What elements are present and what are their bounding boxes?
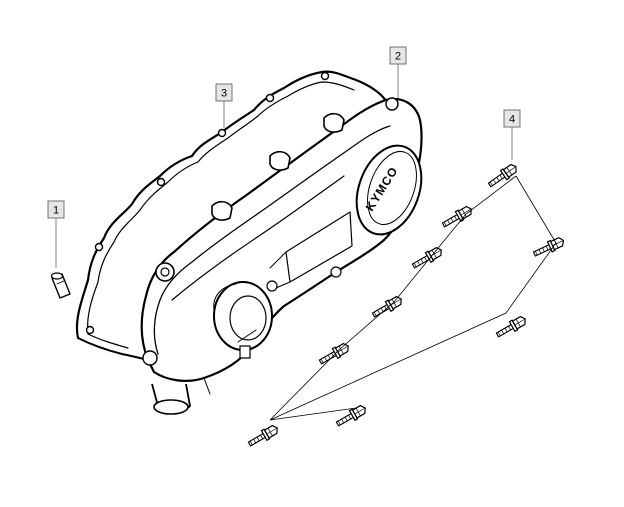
bolt (371, 295, 402, 318)
callout-label-1: 1 (53, 205, 59, 217)
bolt (441, 205, 472, 228)
callout-leaders (55, 64, 513, 268)
callout-1: 1 (47, 200, 65, 219)
bolt (335, 404, 366, 427)
bolt (495, 315, 526, 338)
bolt (532, 236, 565, 257)
callout-label-2: 2 (395, 51, 401, 63)
callout-label-3: 3 (221, 88, 227, 100)
callout-3: 3 (215, 83, 233, 102)
callout-2: 2 (389, 46, 407, 65)
gasket-outline (75, 70, 388, 361)
callout-4: 4 (503, 109, 521, 128)
bolt-link-lines (269, 175, 557, 421)
bolt (487, 163, 517, 188)
bolt (318, 342, 349, 365)
callout-label-4: 4 (509, 114, 515, 126)
dowel-pin (50, 272, 71, 299)
bolt (411, 246, 442, 269)
bolt (247, 424, 278, 447)
bolt-group (247, 163, 565, 447)
crankcase-cover: KYMCO (140, 97, 423, 415)
